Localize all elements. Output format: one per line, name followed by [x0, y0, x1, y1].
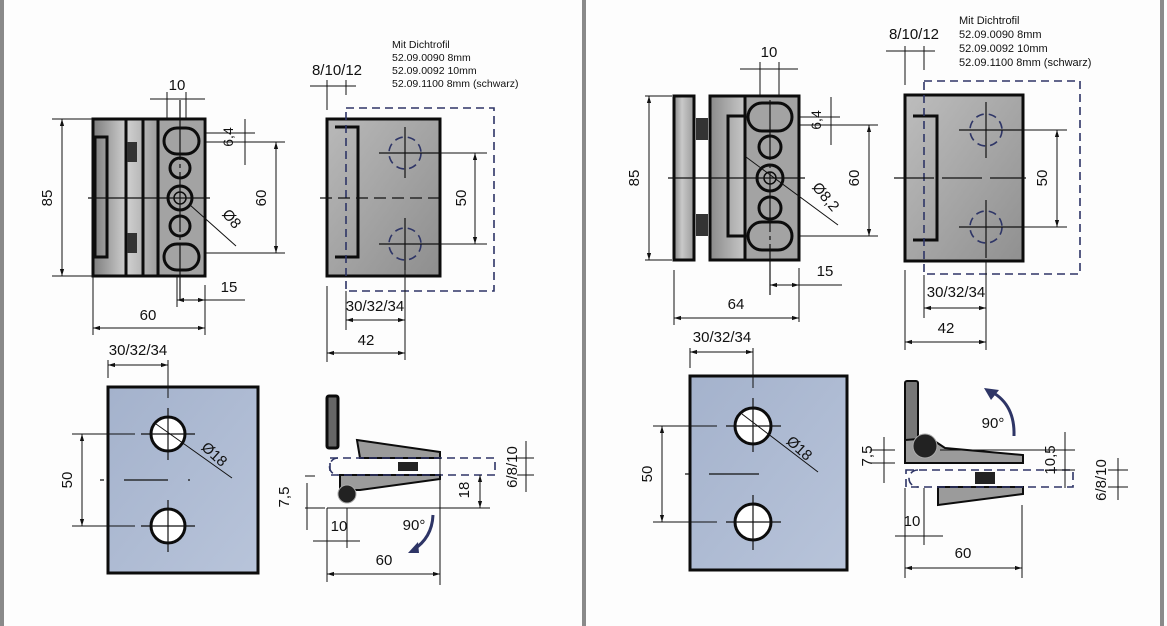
glass-panel	[688, 374, 849, 572]
dim-total-width: 64	[728, 296, 745, 313]
dim-width-top: 10	[169, 77, 186, 94]
screw-icon	[127, 233, 137, 253]
dim-glass-thickness: 6/8/10	[504, 446, 521, 488]
dim-hole-spacing: 50	[453, 190, 470, 207]
dim-leaf-width: 10	[331, 518, 348, 535]
screw-icon	[696, 214, 708, 236]
dim-depth: 42	[938, 320, 955, 337]
technical-drawing-a: 85 10 6,4 60 Ø8 15 60 Mit Dichtrofil 52.…	[39, 39, 534, 585]
drawing-sheet-variant-a: 85 10 6,4 60 Ø8 15 60 Mit Dichtrofil 52.…	[4, 0, 582, 626]
dim-hole-diameter: Ø8,2	[808, 179, 842, 215]
slot-bottom	[162, 242, 201, 272]
screw-icon	[127, 142, 137, 162]
dim-glass-thickness: 6/8/10	[1093, 459, 1110, 501]
seal-note-title: Mit Dichtrofil	[392, 39, 450, 51]
dim-length: 60	[955, 545, 972, 562]
left-divider	[0, 0, 4, 626]
glass-cutout-view: Ø18 50 30/32/34	[59, 342, 260, 575]
screw-icon	[398, 462, 418, 471]
right-divider	[1160, 0, 1164, 626]
dim-height-18: 18	[456, 482, 473, 499]
dim-edge-offset: 15	[817, 263, 834, 280]
dim-leaf-width: 10	[904, 513, 921, 530]
rotation-label: 90°	[403, 517, 426, 534]
dim-glass-offset: 30/32/34	[927, 284, 985, 301]
top-view: 7,5 10 18 6/8/10 60 90°	[276, 394, 534, 585]
dim-hole-spacing: 60	[253, 190, 270, 207]
dim-width-top: 10	[761, 44, 778, 61]
seal-note-title: Mit Dichtrofil	[959, 15, 1020, 27]
seal-note-line: 52.09.0092 10mm	[959, 43, 1048, 55]
dim-slot: 6,4	[808, 110, 824, 130]
seal-outline	[345, 107, 495, 292]
front-view: 85 10 6,4 60 Ø8 15 60	[39, 77, 285, 335]
screw-icon	[975, 472, 995, 484]
pivot-icon	[337, 484, 357, 504]
dim-slot: 6,4	[220, 127, 236, 147]
dim-edge-offset: 15	[221, 279, 238, 296]
rotation-label: 90°	[982, 415, 1005, 432]
dim-hole-spacing: 50	[59, 472, 76, 489]
dim-hole-spacing: 60	[846, 170, 863, 187]
dim-total-width: 60	[140, 307, 157, 324]
technical-drawing-b: 85 10 6,4 60 Ø8,2 15 64 Mit Dichtrofil 5…	[626, 15, 1128, 578]
dim-glass-gap: 8/10/12	[312, 62, 362, 79]
seal-note-line: 52.09.0092 10mm	[392, 65, 477, 77]
drawing-sheet-variant-b: 85 10 6,4 60 Ø8,2 15 64 Mit Dichtrofil 5…	[586, 0, 1160, 626]
dim-hole-spacing: 50	[639, 466, 656, 483]
top-view: 7,5 10,5 6/8/10 10 60 90°	[859, 380, 1128, 578]
dim-glass-offset: 30/32/34	[109, 342, 167, 359]
side-view: Mit Dichtrofil 52.09.0090 8mm 52.09.0092…	[310, 39, 518, 362]
dim-depth: 42	[358, 332, 375, 349]
dim-glass-offset: 30/32/34	[346, 298, 404, 315]
slot-top	[162, 126, 201, 156]
dim-pivot-offset: 7,5	[276, 487, 293, 508]
dim-hole-spacing: 50	[1034, 170, 1051, 187]
glass-cutout-view: Ø18 50 30/32/34	[639, 329, 849, 572]
middle-divider	[582, 0, 586, 626]
seal-note-line: 52.09.1100 8mm (schwarz)	[959, 57, 1091, 69]
screw-icon	[696, 118, 708, 140]
dim-hole-diameter: Ø8	[219, 206, 245, 232]
seal-note-line: 52.09.0090 8mm	[959, 29, 1042, 41]
rotation-arrow-icon	[991, 390, 1016, 437]
glass-outline	[905, 469, 1074, 488]
front-view: 85 10 6,4 60 Ø8,2 15 64	[626, 44, 878, 325]
dim-height: 85	[39, 190, 56, 207]
glass-panel	[106, 385, 260, 575]
dim-glass-offset: 30/32/34	[693, 329, 751, 346]
dim-glass-gap: 8/10/12	[889, 26, 939, 43]
seal-note-line: 52.09.1100 8mm (schwarz)	[392, 78, 518, 90]
dim-pivot-offset: 7,5	[859, 446, 876, 467]
side-view: Mit Dichtrofil 52.09.0090 8mm 52.09.0092…	[886, 15, 1091, 350]
seal-note-line: 52.09.0090 8mm	[392, 52, 471, 64]
pivot-icon	[912, 433, 938, 459]
dim-offset-10-5: 10,5	[1042, 445, 1059, 474]
dim-height: 85	[626, 170, 643, 187]
dim-length: 60	[376, 552, 393, 569]
